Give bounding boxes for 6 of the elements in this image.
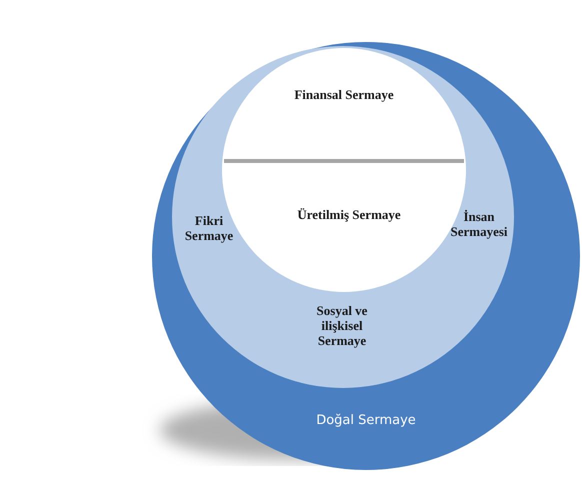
capital-label: İnsan Sermayesi — [449, 210, 509, 240]
capital-label: Üretilmiş Sermaye — [296, 208, 402, 223]
capital-label: Fikri Sermaye — [184, 214, 234, 244]
capital-label: Finansal Sermaye — [294, 88, 394, 103]
capital-label: Sosyal ve ilişkisel Sermaye — [316, 304, 368, 349]
capital-label: Doğal Sermaye — [315, 414, 417, 429]
